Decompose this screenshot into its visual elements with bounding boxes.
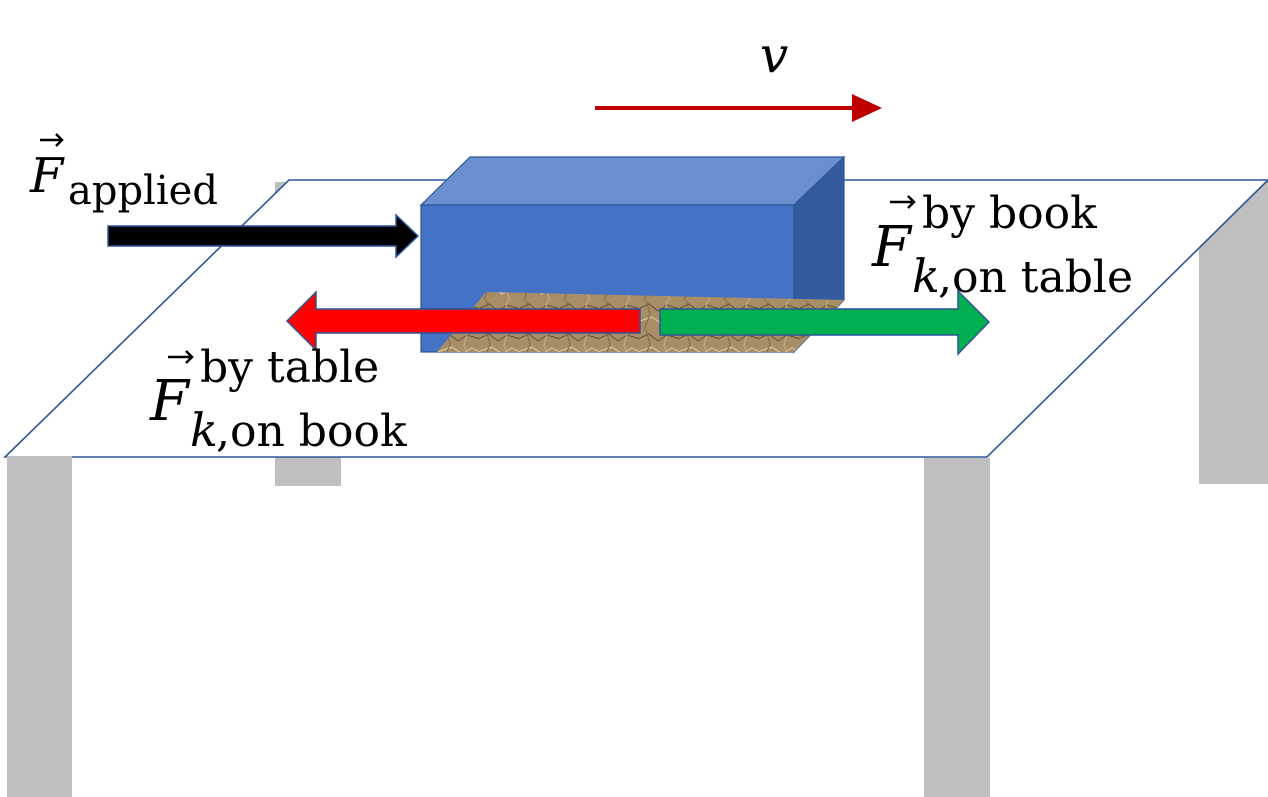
applied-force-label: F applied: [29, 133, 218, 214]
vector-arrow-icon: [168, 350, 194, 364]
friction-on-book-label: F by table k ,on book: [149, 342, 407, 457]
friction-on-book-subscript-text: ,on book: [216, 406, 407, 457]
friction-on-table-superscript: by book: [922, 188, 1097, 239]
friction-on-book-subscript-var: k: [190, 403, 218, 457]
friction-on-table-arrow: [659, 289, 991, 356]
book-top-face: [419, 156, 846, 206]
friction-on-book-arrow: [285, 290, 641, 352]
friction-on-table-label: F by book k ,on table: [871, 188, 1133, 303]
friction-on-table-symbol: F: [871, 215, 913, 280]
applied-force-arrow: [107, 213, 420, 259]
velocity-label: v: [760, 26, 788, 84]
friction-on-book-superscript: by table: [200, 342, 379, 393]
friction-on-book-symbol: F: [149, 369, 191, 434]
applied-force-symbol: F: [29, 148, 65, 204]
friction-on-table-subscript-var: k: [912, 249, 940, 303]
vector-arrow-icon: [890, 195, 916, 209]
vector-arrow-icon: [40, 133, 64, 147]
velocity-arrow: [595, 94, 882, 122]
friction-on-table-subscript-text: ,on table: [938, 252, 1133, 303]
table-leg-front-left: [7, 456, 72, 797]
applied-force-subscript: applied: [68, 168, 218, 214]
table-leg-front-right: [924, 458, 990, 797]
